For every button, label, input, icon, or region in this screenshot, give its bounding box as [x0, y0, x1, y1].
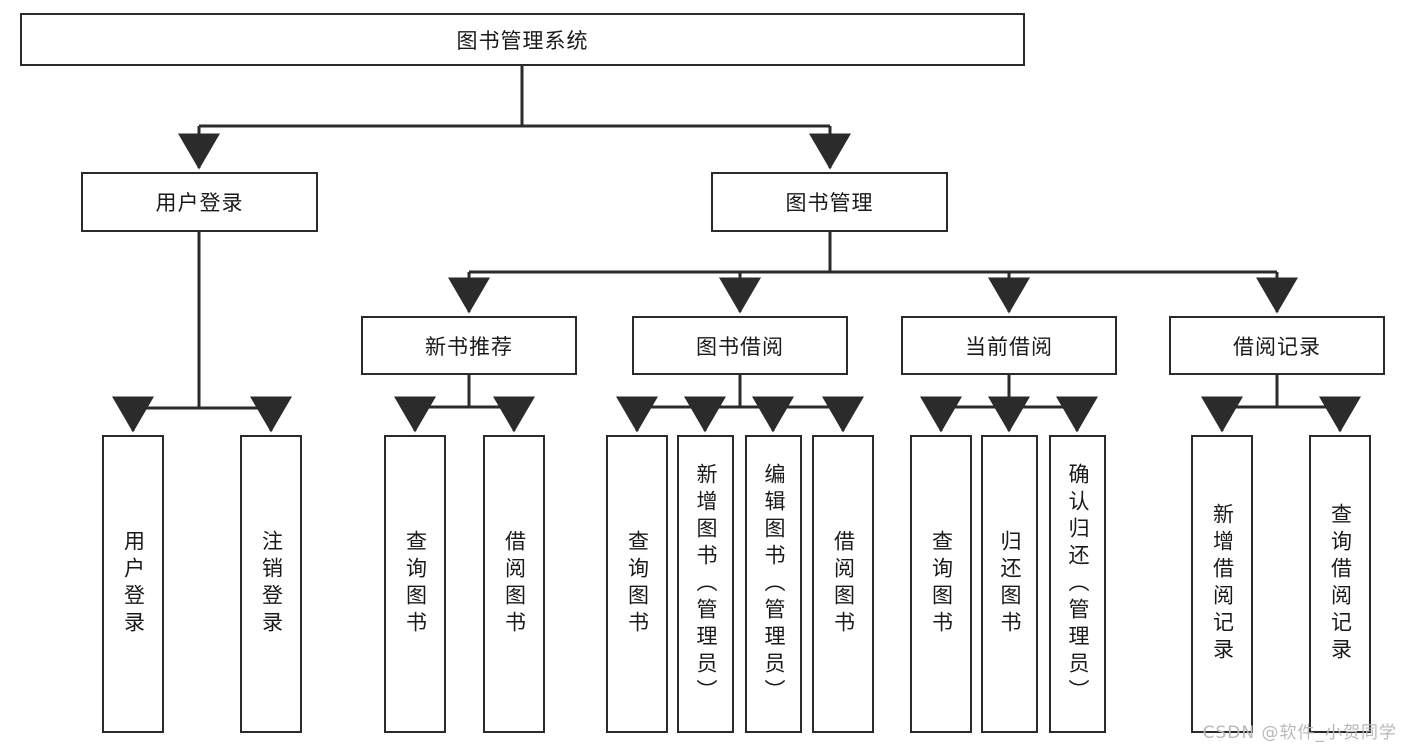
leaf-user-login-label: 用户登录 — [121, 530, 146, 638]
leaf-edit-book-admin[interactable]: 编辑图书（管理员） — [745, 435, 802, 733]
node-current-borrow[interactable]: 当前借阅 — [901, 316, 1117, 375]
leaf-add-book-admin-label: 新增图书（管理员） — [694, 462, 718, 706]
node-book-management[interactable]: 图书管理 — [711, 172, 948, 232]
leaf-query-book-recommend-label: 查询图书 — [403, 530, 428, 638]
leaf-query-book-borrow-label: 查询图书 — [625, 530, 650, 638]
leaf-borrow-book-recommend[interactable]: 借阅图书 — [483, 435, 545, 733]
leaf-query-book-current-label: 查询图书 — [929, 530, 954, 638]
leaf-return-book[interactable]: 归还图书 — [981, 435, 1038, 733]
node-current-borrow-label: 当前借阅 — [965, 334, 1053, 359]
leaf-confirm-return-admin[interactable]: 确认归还（管理员） — [1049, 435, 1106, 733]
node-book-borrow-label: 图书借阅 — [696, 334, 784, 359]
leaf-edit-book-admin-label: 编辑图书（管理员） — [762, 462, 786, 706]
leaf-borrow-book[interactable]: 借阅图书 — [812, 435, 874, 733]
node-borrow-record-label: 借阅记录 — [1233, 334, 1321, 359]
leaf-return-book-label: 归还图书 — [998, 530, 1022, 638]
leaf-add-borrow-record[interactable]: 新增借阅记录 — [1191, 435, 1253, 733]
leaf-user-login[interactable]: 用户登录 — [102, 435, 164, 733]
leaf-borrow-book-label: 借阅图书 — [831, 530, 856, 638]
leaf-add-book-admin[interactable]: 新增图书（管理员） — [677, 435, 734, 733]
leaf-borrow-book-recommend-label: 借阅图书 — [502, 530, 527, 638]
node-borrow-record[interactable]: 借阅记录 — [1169, 316, 1385, 375]
node-new-book-recommend[interactable]: 新书推荐 — [361, 316, 577, 375]
leaf-query-book-current[interactable]: 查询图书 — [910, 435, 972, 733]
leaf-add-borrow-record-label: 新增借阅记录 — [1210, 503, 1235, 665]
node-user-login-label: 用户登录 — [155, 191, 244, 215]
root-node[interactable]: 图书管理系统 — [20, 13, 1025, 66]
leaf-query-book-recommend[interactable]: 查询图书 — [384, 435, 446, 733]
node-new-book-recommend-label: 新书推荐 — [425, 334, 513, 359]
leaf-query-borrow-record-label: 查询借阅记录 — [1328, 503, 1353, 665]
leaf-logout-label: 注销登录 — [259, 530, 284, 638]
node-book-borrow[interactable]: 图书借阅 — [632, 316, 848, 375]
leaf-confirm-return-admin-label: 确认归还（管理员） — [1066, 462, 1090, 706]
root-node-label: 图书管理系统 — [456, 28, 589, 53]
leaf-query-book-borrow[interactable]: 查询图书 — [606, 435, 668, 733]
node-book-management-label: 图书管理 — [785, 191, 874, 215]
leaf-query-borrow-record[interactable]: 查询借阅记录 — [1309, 435, 1371, 733]
node-user-login[interactable]: 用户登录 — [81, 172, 318, 232]
leaf-logout[interactable]: 注销登录 — [240, 435, 302, 733]
